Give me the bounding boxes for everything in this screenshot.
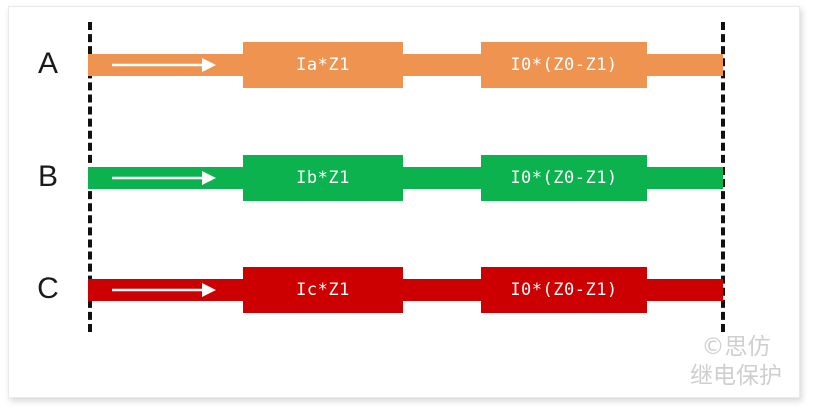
impedance-block-c-z1: Ic*Z1 [243,267,403,313]
phase-label-a: A [37,47,58,80]
watermark-line-2: 继电保护 [690,363,782,389]
right-boundary-dashed-line [721,22,725,332]
impedance-block-b-z1: Ib*Z1 [243,155,403,201]
watermark-line-1: ©思仿 [701,334,771,360]
phase-row-b: B Ib*Z1 I0*(Z0-Z1) [0,155,816,201]
watermark: ©思仿 继电保护 [690,333,782,391]
impedance-block-b-z0: I0*(Z0-Z1) [481,155,647,201]
impedance-block-c-z0: I0*(Z0-Z1) [481,267,647,313]
phase-label-b: B [37,160,58,193]
direction-arrow-a [112,54,217,76]
phase-row-c: C Ic*Z1 I0*(Z0-Z1) [0,267,816,313]
direction-arrow-b [112,167,217,189]
impedance-block-a-z1: Ia*Z1 [243,42,403,88]
phase-row-a: A Ia*Z1 I0*(Z0-Z1) [0,42,816,88]
impedance-block-a-z0: I0*(Z0-Z1) [481,42,647,88]
direction-arrow-c [112,279,217,301]
phase-label-c: C [37,272,59,305]
